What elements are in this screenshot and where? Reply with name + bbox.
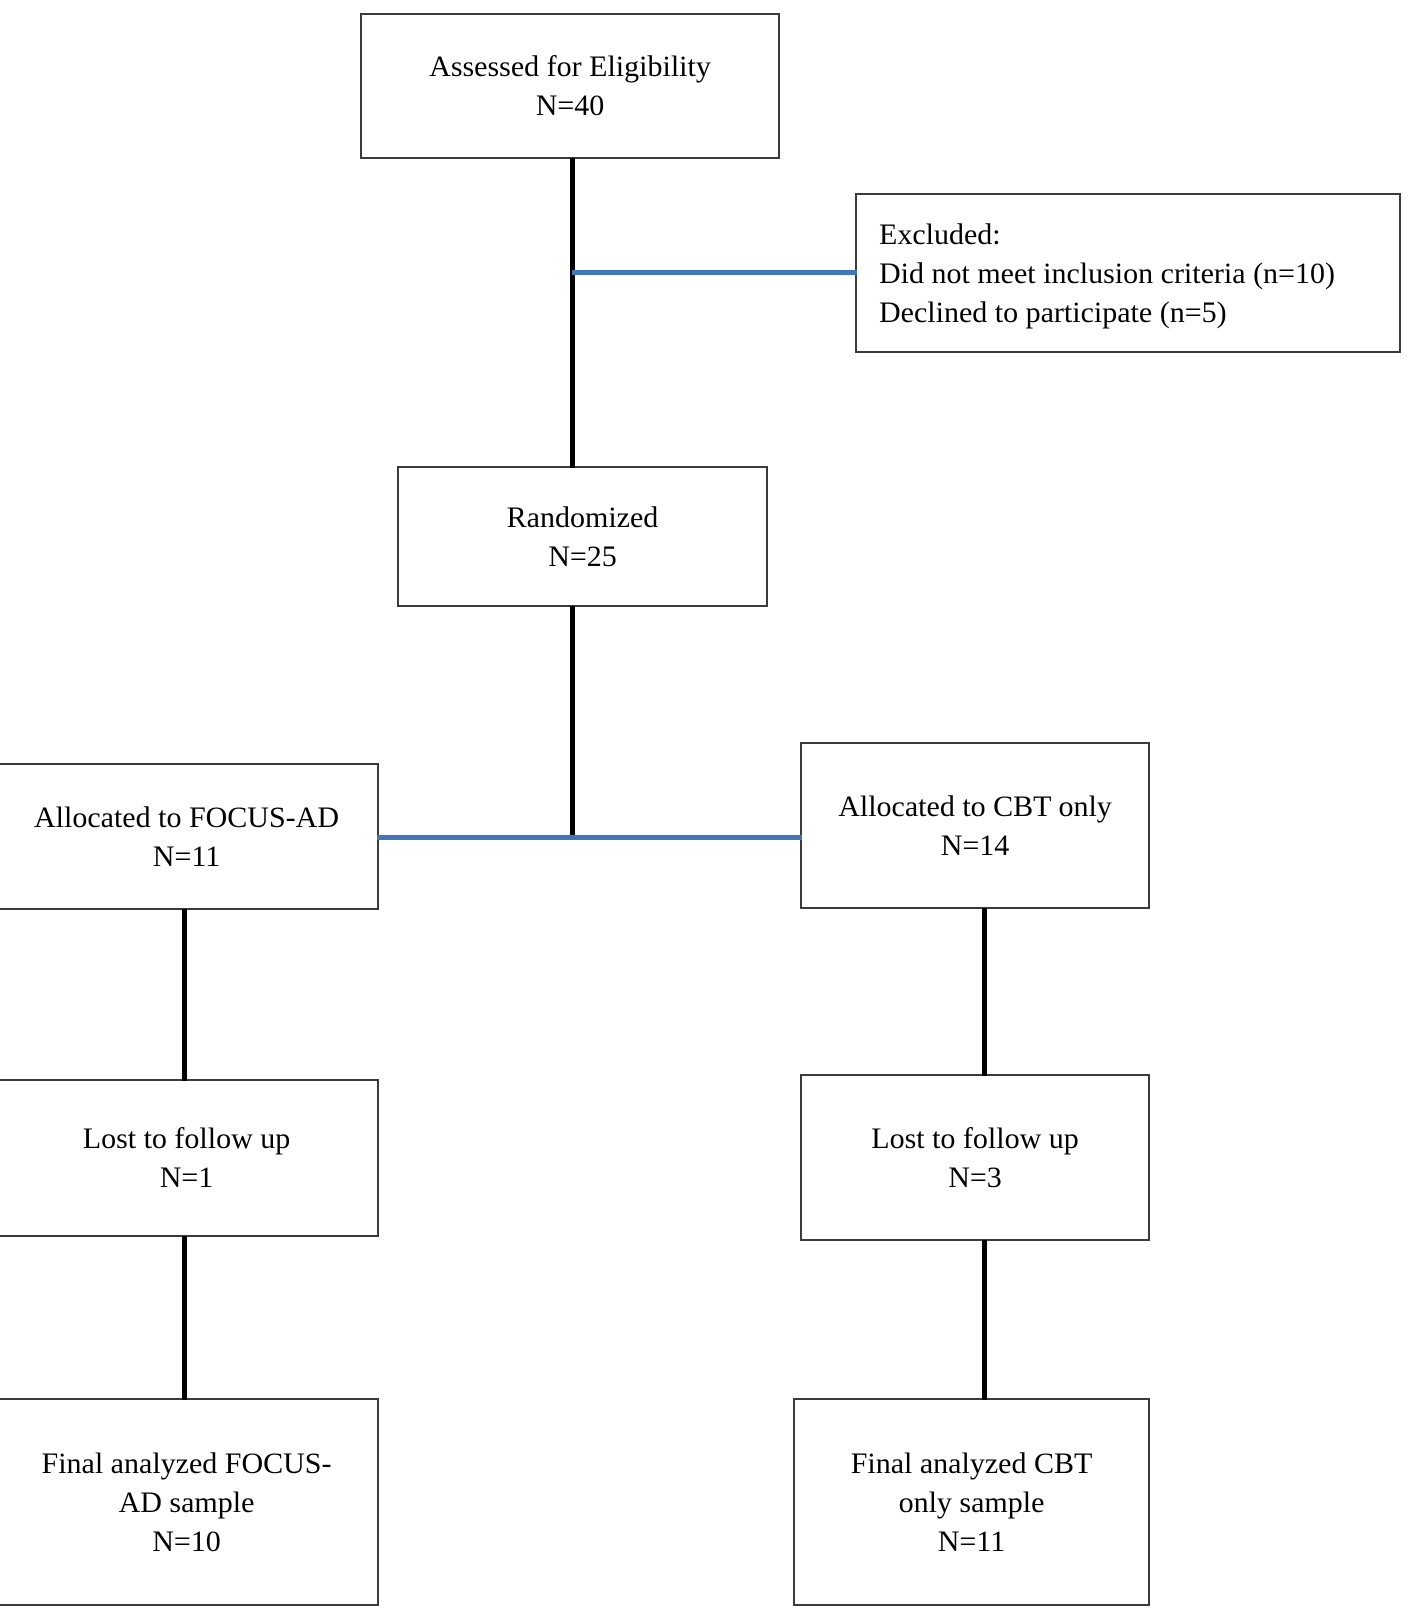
node-allocated-cbt-only: Allocated to CBT only N=14 — [800, 742, 1150, 909]
connector-randomized-to-allocation — [570, 606, 575, 838]
node-lost-to-follow-up-focus: Lost to follow up N=1 — [0, 1079, 379, 1237]
node-randomized: Randomized N=25 — [397, 466, 768, 607]
node-final-analyzed-cbt-only: Final analyzed CBT only sample N=11 — [793, 1398, 1150, 1606]
node-final-analyzed-focus-ad-label: Final analyzed FOCUS- AD sample N=10 — [41, 1446, 332, 1558]
node-assessed-for-eligibility: Assessed for Eligibility N=40 — [360, 13, 780, 159]
connector-lost-to-final-cbt — [982, 1240, 987, 1400]
node-excluded-label: Excluded: Did not meet inclusion criteri… — [879, 217, 1335, 329]
node-lost-to-follow-up-cbt-label: Lost to follow up N=3 — [871, 1121, 1079, 1194]
node-allocated-focus-ad: Allocated to FOCUS-AD N=11 — [0, 763, 379, 910]
node-allocated-cbt-only-label: Allocated to CBT only N=14 — [838, 789, 1112, 862]
connector-lost-to-final-focus — [182, 1236, 187, 1400]
node-lost-to-follow-up-focus-label: Lost to follow up N=1 — [82, 1122, 291, 1194]
connector-focus-to-lost-follow-up — [182, 909, 187, 1081]
connector-allocation-split — [377, 835, 802, 840]
connector-assessed-to-randomized — [570, 158, 575, 468]
connector-excluded-branch — [572, 270, 857, 275]
node-final-analyzed-focus-ad: Final analyzed FOCUS- AD sample N=10 — [0, 1398, 379, 1606]
node-final-analyzed-cbt-only-label: Final analyzed CBT only sample N=11 — [850, 1446, 1093, 1558]
node-randomized-label: Randomized N=25 — [506, 500, 659, 573]
node-lost-to-follow-up-cbt: Lost to follow up N=3 — [800, 1074, 1150, 1241]
node-excluded: Excluded: Did not meet inclusion criteri… — [855, 193, 1401, 353]
node-allocated-focus-ad-label: Allocated to FOCUS-AD N=11 — [34, 800, 339, 873]
connector-cbt-to-lost-follow-up — [982, 908, 987, 1076]
node-assessed-label: Assessed for Eligibility N=40 — [429, 50, 711, 122]
